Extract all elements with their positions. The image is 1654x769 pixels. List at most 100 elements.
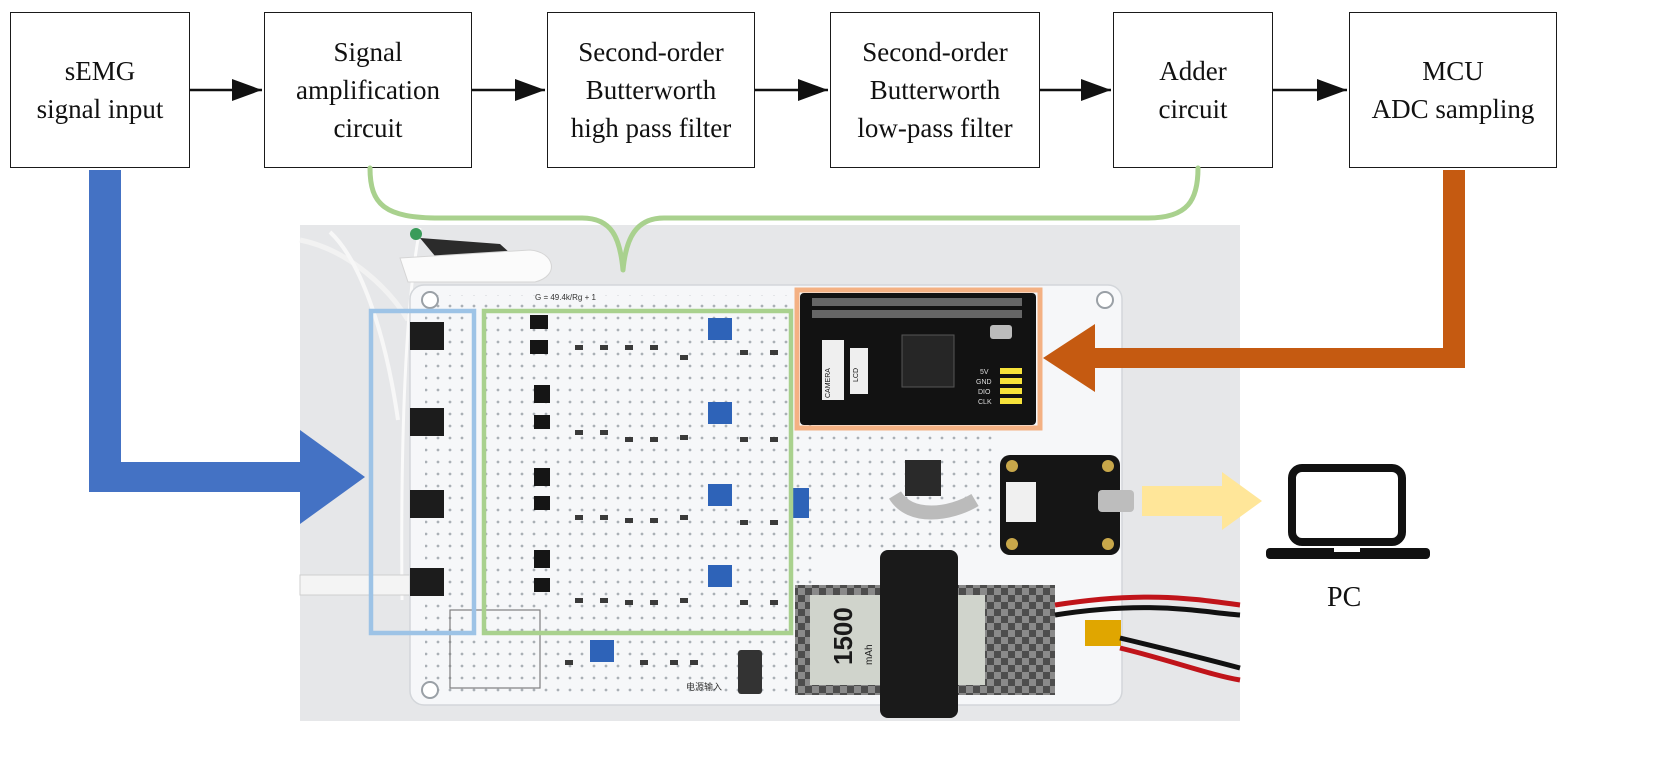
power-input-label: 电源输入 xyxy=(686,681,722,693)
lcd-connector xyxy=(850,348,868,394)
block-line: Butterworth xyxy=(585,75,717,105)
grouping-brace xyxy=(367,165,1201,273)
mcu-label-gnd: GND xyxy=(976,379,992,386)
chip xyxy=(530,340,548,354)
block-line: sEMG xyxy=(64,56,136,86)
header-pin xyxy=(1000,398,1022,404)
camera-connector xyxy=(822,340,844,400)
input-arrow xyxy=(89,170,365,524)
audio-jack xyxy=(410,490,444,518)
chip xyxy=(534,415,550,429)
board-silkscreen-gain: G = 49.4k/Rg + 1 xyxy=(535,293,596,302)
mcu-label-camera: CAMERA xyxy=(825,368,832,398)
potentiometer xyxy=(708,402,732,424)
block-line: Second-order xyxy=(578,37,724,67)
mounting-hole xyxy=(421,681,439,699)
mcu-module: CAMERA LCD 5V GND DIO CLK xyxy=(800,293,1036,425)
electrode-lead-white xyxy=(399,249,552,283)
audio-jack xyxy=(410,568,444,596)
mcu-label-clk: CLK xyxy=(978,399,992,406)
block-line: Signal xyxy=(333,37,403,67)
battery-capacity: 1500 xyxy=(828,607,858,665)
flow-arrow-head xyxy=(798,79,828,101)
mcu-pin-header-row xyxy=(812,298,1022,318)
chip xyxy=(534,496,550,510)
block-line: ADC sampling xyxy=(1371,94,1535,124)
potentiometer xyxy=(708,318,732,340)
battery-wire-black xyxy=(1054,605,1241,618)
potentiometer xyxy=(708,565,732,587)
flow-arrows xyxy=(190,79,1347,101)
audio-jacks xyxy=(410,322,444,596)
flow-arrow-head xyxy=(232,79,262,101)
block-mcu-adc: MCU ADC sampling xyxy=(1349,12,1557,168)
laptop-notch xyxy=(1334,548,1360,552)
opamp-chips xyxy=(530,315,550,592)
block-signal-amplification: Signal amplification circuit xyxy=(264,12,472,168)
chip xyxy=(534,550,550,568)
potentiometer xyxy=(590,640,614,662)
pcb-perfboard-grid xyxy=(425,295,815,695)
power-switch xyxy=(738,650,762,694)
chip xyxy=(534,468,550,486)
jack-input-region xyxy=(368,308,477,636)
electrode-snap xyxy=(410,228,422,240)
header-pin xyxy=(1000,368,1022,374)
usb-adapter-cable xyxy=(889,490,979,520)
battery-pack: 1500 mAh xyxy=(795,550,1241,718)
pc-arrow xyxy=(1142,472,1262,530)
block-line: signal input xyxy=(36,94,164,124)
laptop-base xyxy=(1266,548,1430,559)
chip xyxy=(530,315,548,329)
mcu-region xyxy=(794,287,1043,431)
usb-c-port xyxy=(990,325,1012,339)
mounting-hole xyxy=(421,291,439,309)
battery-wire-black xyxy=(1119,635,1241,671)
usb-adapter xyxy=(905,460,941,496)
block-line: circuit xyxy=(1158,94,1228,124)
battery-connector xyxy=(1085,620,1121,646)
header-pin xyxy=(1000,388,1022,394)
laptop-screen xyxy=(1288,464,1406,546)
logger-connector xyxy=(1006,482,1036,522)
flow-arrow-head xyxy=(1081,79,1111,101)
potentiometer xyxy=(793,488,809,518)
velcro-strap xyxy=(880,550,958,718)
block-line: Adder xyxy=(1159,56,1227,86)
mcu-arrow xyxy=(1043,170,1465,392)
battery-wire-red xyxy=(1119,645,1241,683)
block-lowpass-filter: Second-order Butterworth low-pass filter xyxy=(830,12,1040,168)
mcu-label-lcd: LCD xyxy=(853,368,860,382)
laptop-icon xyxy=(1266,464,1430,559)
mcu-label-dio: DIO xyxy=(978,389,991,396)
smd-components xyxy=(565,345,778,665)
logger-board xyxy=(1000,455,1120,555)
audio-plug-cable xyxy=(299,574,411,596)
block-adder-circuit: Adder circuit xyxy=(1113,12,1273,168)
pc-label: PC xyxy=(1327,582,1362,613)
battery-wire-red xyxy=(1054,594,1241,608)
block-line: circuit xyxy=(333,113,403,143)
potentiometers xyxy=(590,318,809,662)
logger-usb-c xyxy=(1098,490,1134,512)
block-semg-input: sEMG signal input xyxy=(10,12,190,168)
electrode-cable xyxy=(400,227,422,601)
mcu-chip xyxy=(901,334,955,388)
electrode-cable xyxy=(328,230,400,421)
flow-arrow-head xyxy=(1317,79,1347,101)
block-line: amplification xyxy=(296,75,440,105)
block-line: high pass filter xyxy=(570,113,732,143)
mounting-hole xyxy=(1096,291,1114,309)
filter-circuit-region xyxy=(481,308,794,636)
pcb-socket-outline xyxy=(449,609,541,689)
potentiometer xyxy=(708,484,732,506)
flow-arrow-head xyxy=(515,79,545,101)
block-line: low-pass filter xyxy=(857,113,1013,143)
chip xyxy=(534,385,550,403)
board-photo: G = 49.4k/Rg + 1 xyxy=(299,225,1241,721)
audio-jack xyxy=(410,322,444,350)
chip xyxy=(534,578,550,592)
block-line: MCU xyxy=(1422,56,1484,86)
header-pin xyxy=(1000,378,1022,384)
